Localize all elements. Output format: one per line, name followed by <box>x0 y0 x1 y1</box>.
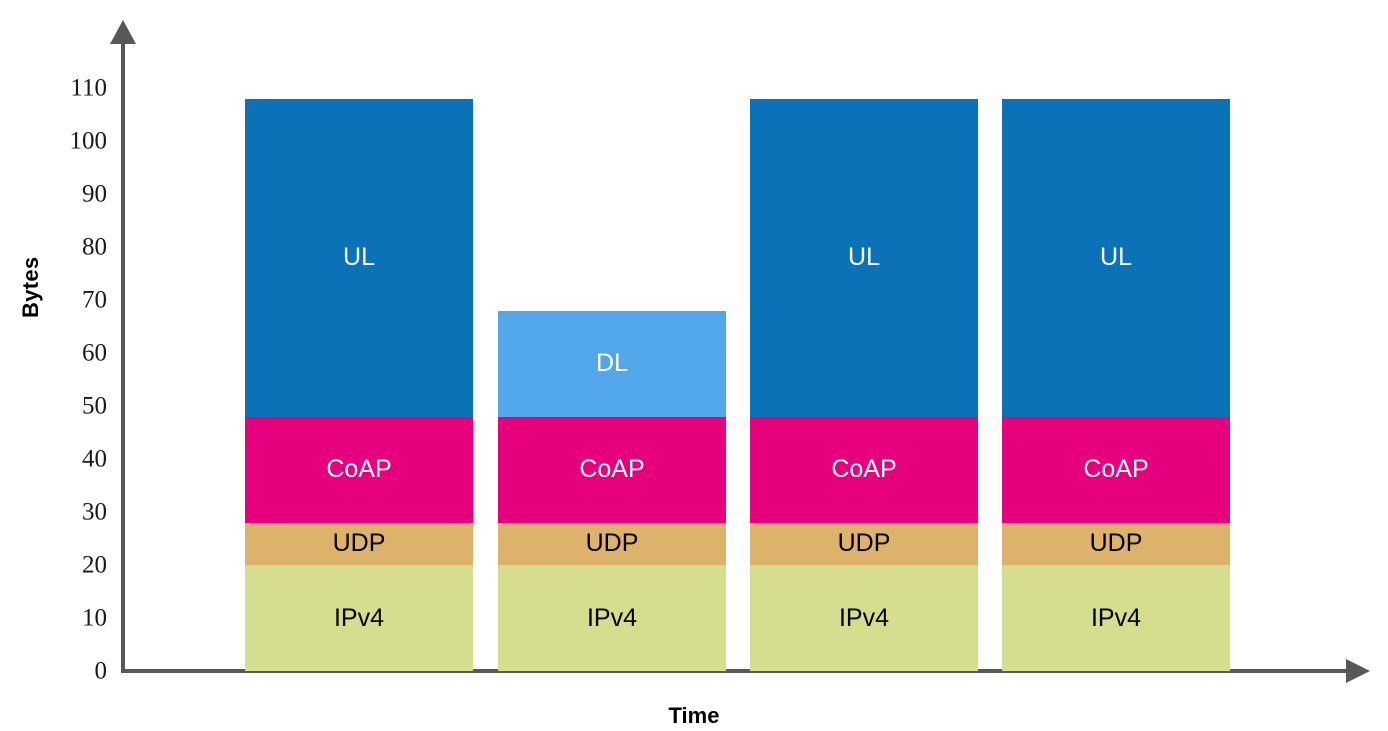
bar-segment-label: UDP <box>585 529 639 558</box>
bar-segment-ipv4: IPv4 <box>1002 565 1230 671</box>
bar-stack: IPv4 UDP CoAP UL <box>750 98 978 671</box>
bar-stack: IPv4 UDP CoAP DL <box>498 310 726 671</box>
bar-segment-label: IPv4 <box>838 603 890 632</box>
bar-segment-label: UDP <box>332 529 386 558</box>
bar-segment-coap: CoAP <box>498 416 726 523</box>
bar-segment-coap: CoAP <box>750 416 978 523</box>
bar-segment-payload: UL <box>750 98 978 417</box>
y-axis-tick-labels: 0 10 20 30 40 50 60 70 80 90 100 110 <box>0 0 121 731</box>
bar-segment-label: IPv4 <box>333 603 385 632</box>
bar-segment-label: CoAP <box>579 455 645 484</box>
y-axis-tick-label: 90 <box>82 180 107 208</box>
x-axis-line <box>121 669 1350 673</box>
y-axis-tick-label: 70 <box>82 286 107 314</box>
bar-stack: IPv4 UDP CoAP UL <box>245 98 473 671</box>
bar-segment-label: IPv4 <box>1090 603 1142 632</box>
y-axis-tick-label: 30 <box>82 498 107 526</box>
bar-segment-label: UL <box>848 243 880 272</box>
y-axis-tick-label: 40 <box>82 445 107 473</box>
y-axis-tick-label: 110 <box>70 74 107 102</box>
y-axis-tick-label: 60 <box>82 339 107 367</box>
x-axis-title: Time <box>668 703 720 728</box>
y-axis-tick-label: 80 <box>82 233 107 261</box>
y-axis-tick-label: 100 <box>69 127 108 155</box>
bar-segment-udp: UDP <box>1002 522 1230 565</box>
bar-stack: IPv4 UDP CoAP UL <box>1002 98 1230 671</box>
bar-segment-payload: UL <box>1002 98 1230 417</box>
bar-segment-udp: UDP <box>498 522 726 565</box>
bar-segment-label: CoAP <box>1083 455 1149 484</box>
bar-segment-label: UL <box>1100 243 1132 272</box>
bar-segment-label: DL <box>596 349 628 378</box>
bar-segment-label: UDP <box>837 529 891 558</box>
bar-segment-udp: UDP <box>750 522 978 565</box>
bar-segment-ipv4: IPv4 <box>498 565 726 671</box>
y-axis-line <box>121 40 125 673</box>
bar-segment-coap: CoAP <box>1002 416 1230 523</box>
bar-segment-label: CoAP <box>326 455 392 484</box>
bar-segment-udp: UDP <box>245 522 473 565</box>
bar-segment-payload: UL <box>245 98 473 417</box>
x-axis-arrow-icon <box>1346 659 1370 683</box>
y-axis-arrow-icon <box>110 20 136 44</box>
bar-segment-ipv4: IPv4 <box>750 565 978 671</box>
y-axis-tick-label: 0 <box>94 657 108 685</box>
bar-segment-label: CoAP <box>831 455 897 484</box>
bar-segment-label: IPv4 <box>586 603 638 632</box>
bar-segment-coap: CoAP <box>245 416 473 523</box>
bar-segment-label: UDP <box>1089 529 1143 558</box>
y-axis-tick-label: 20 <box>82 551 107 579</box>
y-axis-tick-label: 50 <box>82 392 107 420</box>
bar-segment-ipv4: IPv4 <box>245 565 473 671</box>
bar-segment-label: UL <box>343 243 375 272</box>
y-axis-tick-label: 10 <box>82 604 107 632</box>
bar-segment-payload: DL <box>498 310 726 417</box>
